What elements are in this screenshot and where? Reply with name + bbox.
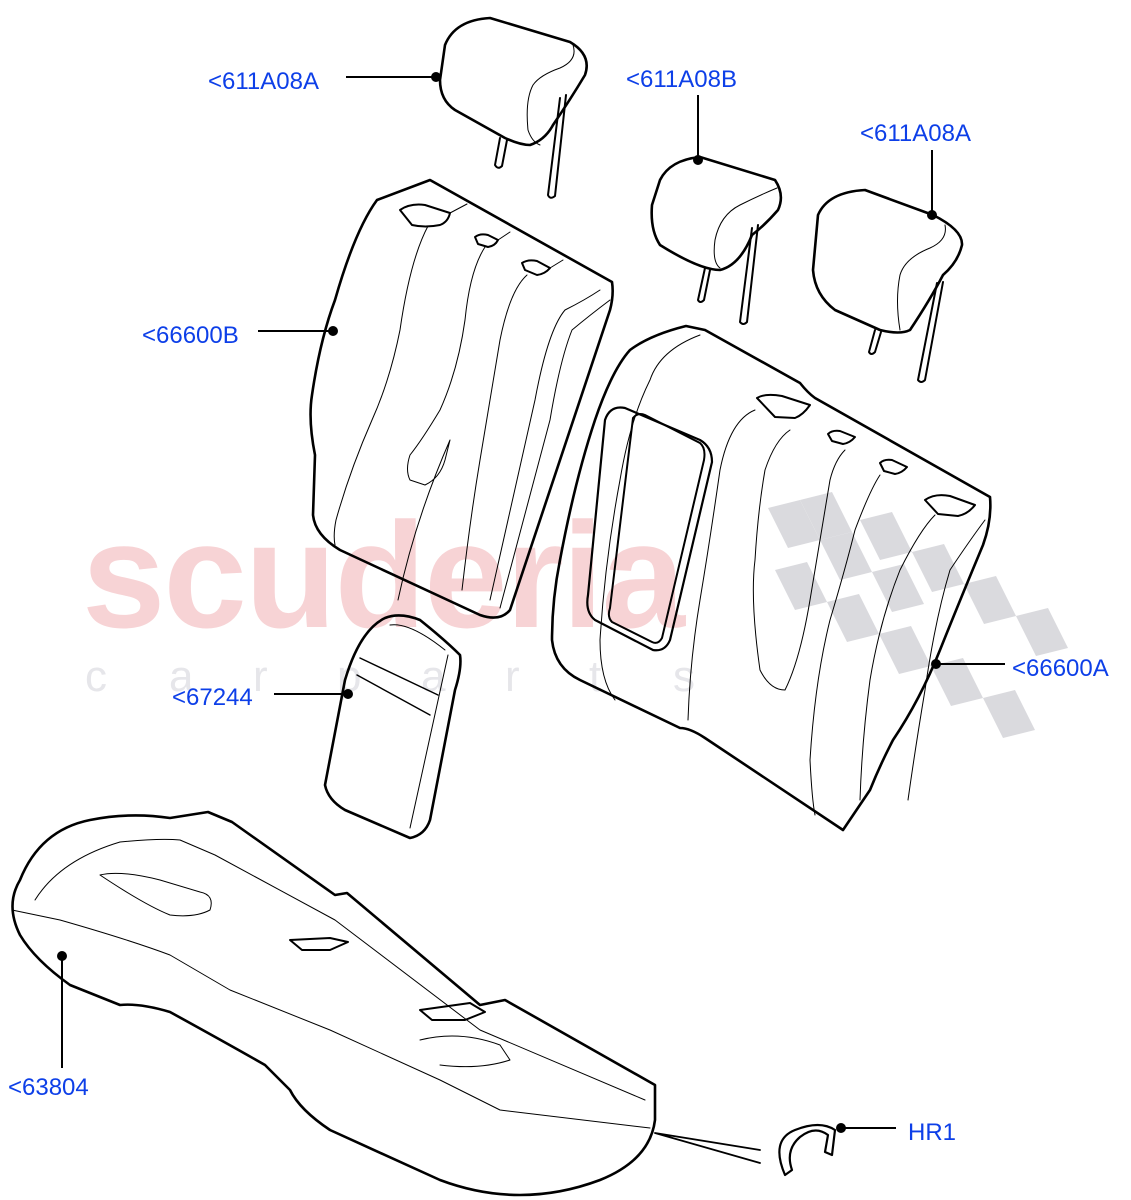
callout-seat-cushion[interactable]: <63804 xyxy=(8,1074,89,1101)
watermark-letter: a xyxy=(169,652,194,701)
watermark-scuderia: scuderia xyxy=(82,491,685,659)
clip-drawing xyxy=(654,1123,837,1177)
headrest-right-drawing xyxy=(811,188,964,383)
callout-headrest-center[interactable]: <611A08B xyxy=(626,66,737,93)
seat-cushion-drawing xyxy=(11,810,657,1197)
callout-clip[interactable]: HR1 xyxy=(908,1119,957,1146)
watermark-letter: a xyxy=(421,652,446,701)
leader-lines xyxy=(57,72,1005,1133)
watermark-letter: r xyxy=(505,652,520,701)
callout-seat-back-right[interactable]: <66600A xyxy=(1012,655,1109,682)
callout-headrest-right[interactable]: <611A08A xyxy=(860,120,971,147)
watermark-letter: r xyxy=(253,652,268,701)
headrest-left-drawing xyxy=(438,16,588,199)
watermark-letter: c xyxy=(85,652,107,701)
callout-headrest-left[interactable]: <611A08A xyxy=(208,68,319,95)
checkered-flag-watermark xyxy=(768,492,1068,738)
callout-armrest[interactable]: <67244 xyxy=(172,684,253,711)
callout-seat-back-left[interactable]: <66600B xyxy=(142,322,239,349)
armrest-drawing xyxy=(323,614,462,840)
seat-back-left-drawing xyxy=(309,178,614,619)
seat-back-right-drawing xyxy=(550,324,992,832)
headrest-center-drawing xyxy=(650,155,783,325)
